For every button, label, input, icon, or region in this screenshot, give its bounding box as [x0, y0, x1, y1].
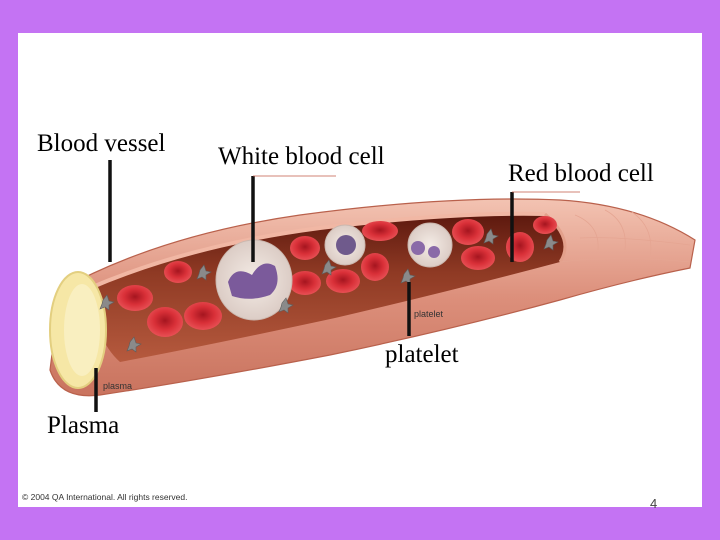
white-blood-cells	[215, 222, 453, 321]
art-tag-platelet: platelet	[414, 309, 444, 319]
label-blood-vessel: Blood vessel	[37, 130, 166, 157]
label-platelet: platelet	[385, 341, 459, 368]
page-number: 4	[650, 496, 658, 511]
endothelium-texture	[559, 209, 691, 263]
red-blood-cells	[117, 216, 557, 337]
platelets	[99, 228, 559, 353]
label-pointers	[94, 160, 514, 412]
label-white-blood-cell: White blood cell	[218, 143, 385, 170]
copyright-notice: © 2004 QA International. All rights rese…	[22, 492, 188, 502]
art-tag-plasma: plasma	[103, 381, 133, 391]
vessel-cut-rim	[89, 211, 546, 290]
label-plasma: Plasma	[47, 412, 120, 439]
label-red-blood-cell: Red blood cell	[508, 160, 654, 187]
